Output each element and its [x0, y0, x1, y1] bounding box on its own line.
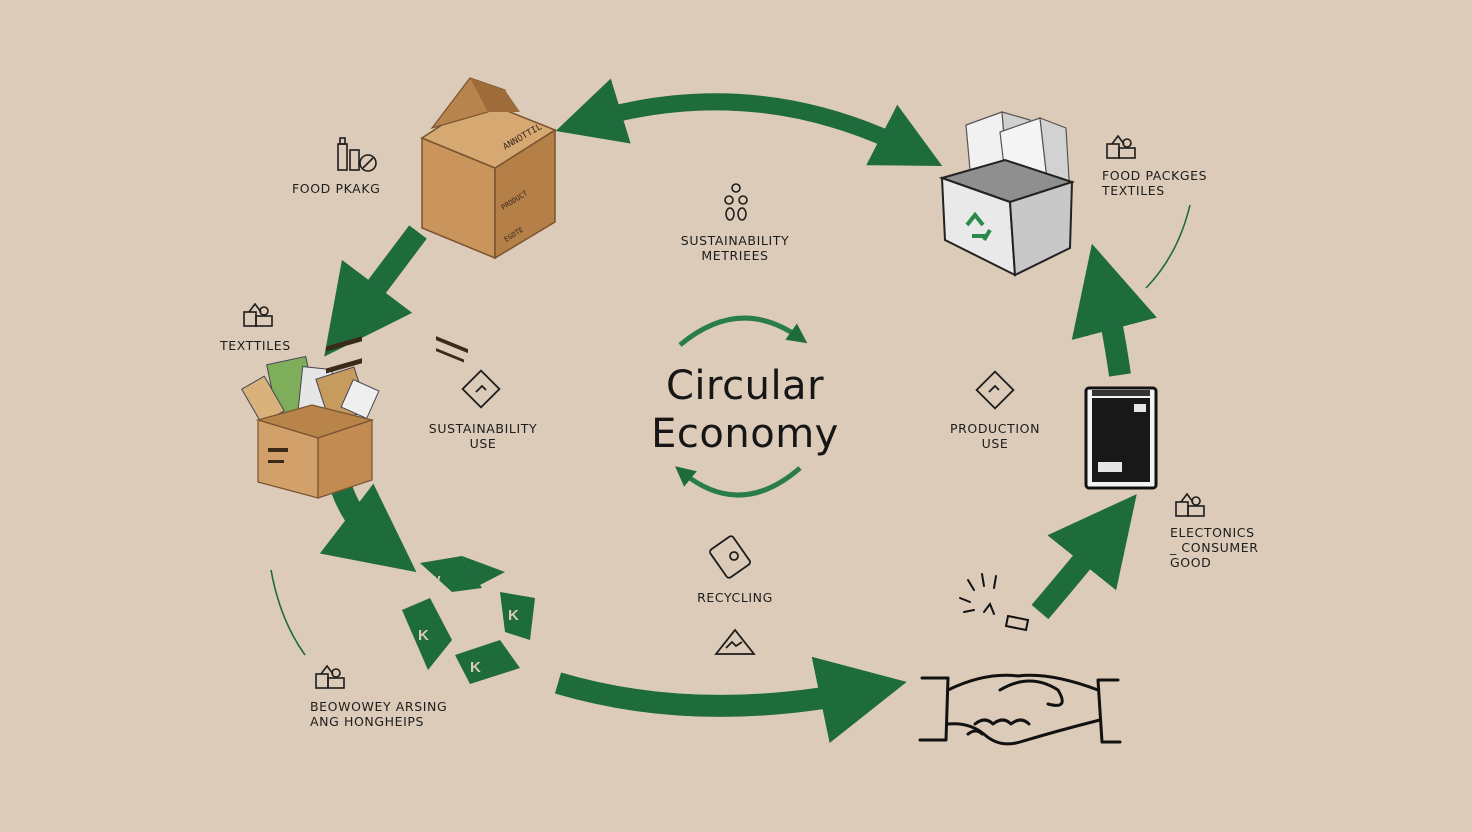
recycle-mark-1: W [428, 573, 441, 588]
goods-icon-right [1106, 134, 1136, 159]
goods-icon-economy [315, 664, 345, 689]
page-title: Circular Economy [600, 362, 890, 458]
recycle-mark-3: K [418, 627, 429, 644]
center-arrow-bottom [675, 466, 802, 498]
open-box-goods-icon [241, 336, 380, 499]
tag-icon-production [975, 370, 1015, 410]
thin-arc-left [270, 569, 306, 656]
label-textiles-left: TEXTTILES [220, 338, 291, 353]
arrow-right-up-lower [1031, 494, 1137, 620]
title-line-1: Circular [665, 363, 825, 409]
arrow-bottom [554, 656, 907, 743]
title-line-2: Economy [651, 411, 839, 457]
arrow-right-up-upper [1071, 243, 1157, 377]
card-icon-recycling [709, 535, 751, 579]
metrics-nodes-icon [724, 183, 748, 221]
label-economy-bottom-left: BEOWOWEY ARSING ANG HONGHEIPS [310, 699, 448, 729]
goods-icon-electronics [1175, 492, 1205, 517]
arrow-top-double [555, 78, 943, 166]
tag-icon-sustainability [461, 369, 501, 409]
electronics-device-icon [1084, 386, 1158, 490]
triangle-icon [714, 628, 756, 655]
arrow-left-down [324, 225, 427, 357]
handshake-icon [918, 673, 1122, 746]
label-recycling: RECYCLING [697, 590, 773, 605]
cardboard-box-icon: ANNOTTIL PRODUCT EGOTE [420, 77, 557, 363]
recycle-mark-2: K [508, 607, 519, 624]
recycle-mark-4: K [470, 659, 481, 676]
label-sustainability-metrics: SUSTAINABILITY METRIEES [680, 233, 790, 263]
recycling-bin-icon [938, 111, 1076, 277]
recycle-symbol-icon: W K K K [402, 556, 535, 684]
label-electronics: ELECTONICS _ CONSUMER GOOD [1170, 525, 1259, 570]
spark-lines-icon [959, 573, 1030, 632]
label-sustainability-use: SUSTAINABILITY USE [428, 421, 538, 451]
center-arrow-top [678, 315, 808, 347]
label-food-packaging-left: FOOD PKAKG [292, 181, 381, 196]
thin-arc-right [1145, 204, 1191, 289]
goods-icon-textiles [243, 302, 273, 327]
arrow-left-lower [319, 483, 417, 573]
label-food-packages-right: FOOD PACKGES TEXTILES [1102, 168, 1208, 198]
bottles-icon [337, 137, 377, 172]
label-production-use: PRODUCTION USE [949, 421, 1041, 451]
